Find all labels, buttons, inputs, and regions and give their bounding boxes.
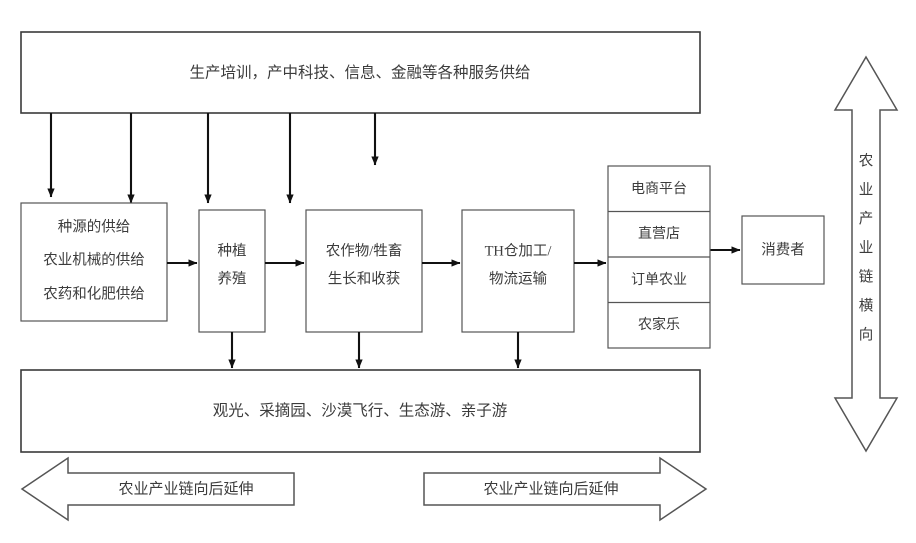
box-planting-breeding-line-1: 种植 — [218, 242, 247, 259]
chain-flow-connectors — [167, 246, 741, 267]
top-banner-connectors — [47, 113, 379, 204]
tourism-banner: 观光、采摘园、沙漠飞行、生态游、亲子游 — [20, 369, 701, 453]
chain-extension-left-label: 农业产业链向后延伸 — [118, 480, 253, 497]
vertical-arrow-char-1: 农 — [859, 152, 874, 169]
box-processing-logistics: TH仓加工/ 物流运输 — [461, 209, 575, 333]
chain-extension-left-arrow: 农业产业链向后延伸 — [20, 456, 295, 522]
vertical-arrow-char-2: 业 — [859, 181, 874, 198]
bottom-banner-connectors — [228, 332, 522, 369]
box-inputs-supply-line-1: 种源的供给 — [58, 218, 131, 235]
channel-item-ecommerce[interactable]: 电商平台 — [631, 181, 687, 197]
vertical-arrow-char-3: 产 — [859, 210, 874, 227]
box-planting-breeding: 种植 养殖 — [198, 209, 266, 333]
channel-item-contract-farming[interactable]: 订单农业 — [631, 272, 687, 288]
box-crop-growth-line-1: 农作物/牲畜 — [326, 242, 403, 259]
box-crop-growth-harvest: 农作物/牲畜 生长和收获 — [305, 209, 423, 333]
box-inputs-supply: 种源的供给 农业机械的供给 农药和化肥供给 — [20, 202, 168, 322]
channel-item-agritainment[interactable]: 农家乐 — [638, 316, 680, 333]
service-supply-banner: 生产培训，产中科技、信息、金融等各种服务供给 — [20, 31, 701, 114]
chain-extension-right-arrow: 农业产业链向后延伸 — [423, 456, 708, 522]
vertical-arrow-char-7: 向 — [859, 326, 874, 343]
service-supply-banner-label: 生产培训，产中科技、信息、金融等各种服务供给 — [189, 64, 530, 82]
vertical-arrow-char-5: 链 — [859, 268, 874, 285]
vertical-arrow-char-4: 业 — [859, 239, 874, 256]
box-inputs-supply-line-3: 农药和化肥供给 — [43, 285, 145, 302]
horizontal-chain-double-arrow: 农 业 产 业 链 横 向 — [833, 55, 899, 453]
box-processing-line-1: TH仓加工/ — [485, 242, 553, 259]
channel-item-direct-store[interactable]: 直营店 — [638, 225, 680, 242]
vertical-arrow-char-6: 横 — [859, 297, 874, 314]
box-consumer: 消费者 — [741, 215, 825, 285]
chain-extension-right-label: 农业产业链向后延伸 — [483, 480, 618, 497]
sales-channel-stack: 电商平台 直营店 订单农业 农家乐 — [607, 165, 711, 349]
box-processing-line-2: 物流运输 — [489, 270, 547, 287]
box-consumer-label: 消费者 — [761, 241, 805, 258]
box-inputs-supply-line-2: 农业机械的供给 — [43, 251, 145, 268]
box-crop-growth-line-2: 生长和收获 — [328, 270, 401, 287]
box-planting-breeding-line-2: 养殖 — [218, 270, 247, 287]
tourism-banner-label: 观光、采摘园、沙漠飞行、生态游、亲子游 — [213, 402, 508, 420]
